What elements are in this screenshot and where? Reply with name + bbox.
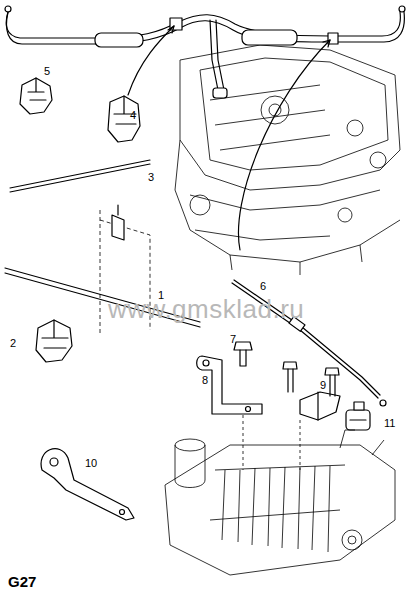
bracket-10 (41, 449, 134, 520)
bracket-9 (283, 362, 340, 420)
callout-number: 3 (148, 172, 154, 183)
clip-5 (20, 78, 52, 114)
harness (5, 6, 405, 98)
figure-code: G27 (8, 574, 36, 589)
callout-number: 11 (384, 418, 395, 429)
callout-number: 8 (202, 375, 208, 386)
watermark: www.gmsklad.ru (108, 296, 304, 322)
pipe-3 (10, 160, 150, 192)
bracket-8 (197, 356, 262, 414)
callout-number: 6 (260, 281, 266, 292)
engine-outline (175, 45, 400, 275)
clip-4 (108, 96, 140, 142)
bolt-7 (234, 342, 252, 366)
callout-number: 4 (130, 110, 136, 121)
leader-lines (128, 26, 330, 250)
intake-manifold (165, 415, 395, 575)
clip-2 (36, 320, 72, 362)
callout-number: 9 (320, 380, 326, 391)
callout-number: 2 (10, 338, 16, 349)
callout-number: 7 (230, 334, 236, 345)
sensor-11 (346, 402, 370, 430)
callout-number: 5 (44, 66, 50, 77)
callout-number: 10 (85, 458, 97, 469)
